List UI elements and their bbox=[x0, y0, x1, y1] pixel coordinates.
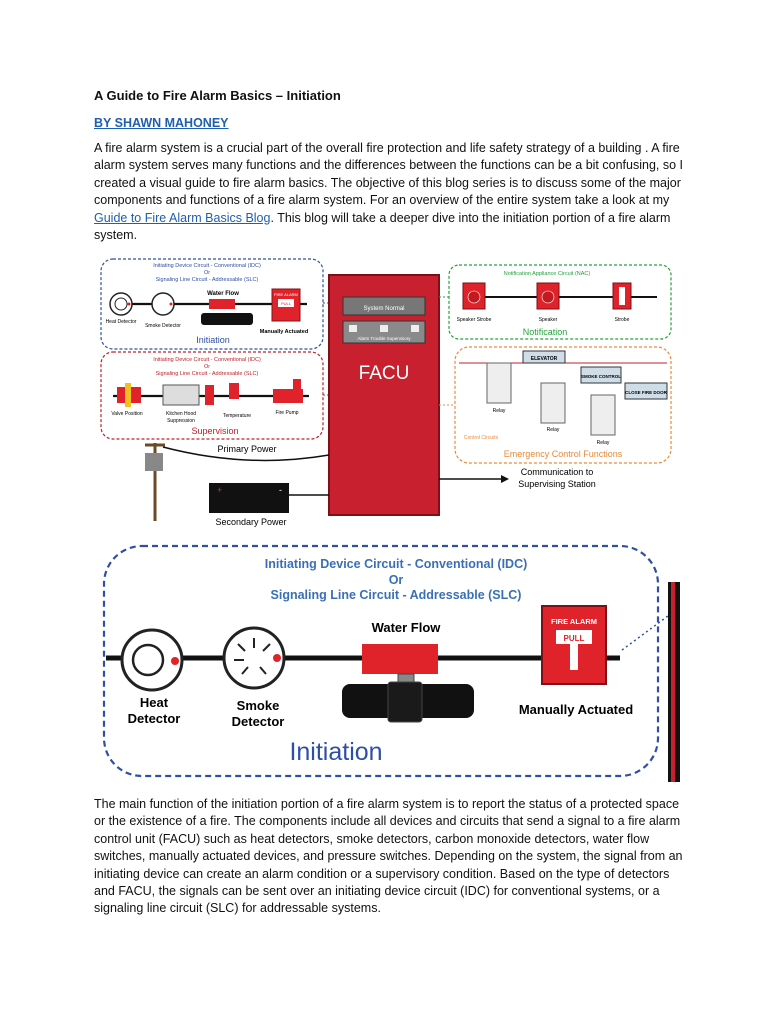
supervision-box bbox=[100, 351, 324, 440]
elevator-label: ELEVATOR bbox=[531, 356, 558, 362]
kitchen-hood-label-1: Kitchen Hood bbox=[166, 411, 196, 417]
pull-station-fire-alarm: FIRE ALARM bbox=[274, 292, 298, 297]
trouble-led bbox=[380, 325, 388, 332]
water-flow-label: Water Flow bbox=[372, 620, 442, 635]
relay-label-1: Relay bbox=[493, 408, 506, 414]
speaker-strobe-label: Speaker Strobe bbox=[457, 317, 492, 323]
relay-2-icon bbox=[540, 382, 566, 424]
smoke-detector-icon bbox=[151, 292, 175, 316]
battery-icon bbox=[209, 483, 289, 513]
initiation-label: Initiation bbox=[196, 335, 230, 345]
initiation-box bbox=[100, 258, 324, 350]
intro-paragraph: A fire alarm system is a crucial part of… bbox=[94, 140, 684, 244]
system-normal-label: System Normal bbox=[363, 306, 404, 312]
nac-label: Notification Appliance Circuit (NAC) bbox=[504, 271, 591, 277]
relay-3-icon bbox=[590, 394, 616, 436]
smoke-control-box bbox=[580, 366, 622, 384]
initiation-label: Initiation bbox=[289, 738, 382, 766]
smoke-detector-icon bbox=[222, 626, 286, 690]
manually-actuated-label: Manually Actuated bbox=[260, 329, 308, 335]
circuit-line-1: Initiating Device Circuit - Conventional… bbox=[265, 557, 528, 571]
primary-power-label: Primary Power bbox=[217, 444, 276, 454]
facu-display bbox=[342, 296, 426, 316]
guide-blog-link[interactable]: Guide to Fire Alarm Basics Blog bbox=[94, 210, 271, 225]
smoke-detector-label-1: Smoke bbox=[237, 698, 280, 713]
kitchen-hood-label-2: Suppression bbox=[167, 418, 195, 424]
init-circuit-line1: Initiating Device Circuit - Conventional… bbox=[153, 263, 261, 269]
circuit-line-3: Signaling Line Circuit - Addressable (SL… bbox=[271, 588, 522, 602]
intro-text: A fire alarm system is a crucial part of… bbox=[94, 141, 683, 208]
water-flow-switch-icon bbox=[362, 644, 438, 674]
notification-box bbox=[448, 264, 672, 340]
water-flow-label: Water Flow bbox=[207, 291, 239, 297]
temperature-icon bbox=[229, 383, 239, 399]
author-link[interactable]: BY SHAWN MAHONEY bbox=[94, 116, 229, 130]
smoke-detector-label-2: Detector bbox=[232, 714, 285, 729]
emergency-control-label: Emergency Control Functions bbox=[504, 449, 623, 459]
communication-label-2: Supervising Station bbox=[518, 479, 596, 489]
control-circuits-label: Control Circuits bbox=[464, 435, 499, 441]
valve-position-label: Valve Position bbox=[111, 411, 143, 417]
fire-alarm-label: FIRE ALARM bbox=[551, 617, 597, 626]
supervision-label: Supervision bbox=[191, 426, 238, 436]
led-labels: Alarm Trouble Supervisory bbox=[357, 336, 411, 341]
sup-circuit-line3: Signaling Line Circuit - Addressable (SL… bbox=[156, 371, 259, 377]
fire-pump-label: Fire Pump bbox=[275, 410, 298, 416]
fire-alarm-overview-diagram: Initiating Device Circuit - Conventional… bbox=[100, 258, 672, 527]
close-fire-door-box bbox=[624, 382, 668, 400]
main-function-paragraph: The main function of the initiation port… bbox=[94, 797, 683, 916]
smoke-control-label: SMOKE CONTROL bbox=[581, 374, 621, 379]
heat-detector-label-1: Heat bbox=[140, 695, 169, 710]
fire-pump-icon bbox=[273, 389, 303, 403]
speaker-label: Speaker bbox=[539, 317, 558, 323]
manually-actuated-label: Manually Actuated bbox=[519, 702, 633, 717]
pull-station-pull: PULL bbox=[281, 301, 292, 306]
initiation-detail-diagram: Initiating Device Circuit - Conventional… bbox=[102, 544, 680, 782]
temperature-label: Temperature bbox=[223, 413, 251, 419]
facu-label: FACU bbox=[359, 363, 410, 384]
heat-detector-label-2: Detector bbox=[128, 711, 181, 726]
supervisory-led bbox=[411, 325, 419, 332]
heat-detector-label: Heat Detector bbox=[106, 319, 137, 325]
pull-label: PULL bbox=[564, 634, 585, 643]
relay-1-icon bbox=[486, 362, 512, 404]
battery-minus: - bbox=[279, 485, 282, 495]
elevator-box bbox=[522, 350, 566, 364]
circuit-line-2: Or bbox=[389, 573, 404, 587]
secondary-power-label: Secondary Power bbox=[215, 517, 286, 527]
init-circuit-line3: Signaling Line Circuit - Addressable (SL… bbox=[156, 277, 259, 283]
kitchen-hood-icon bbox=[162, 384, 200, 406]
alarm-led bbox=[349, 325, 357, 332]
sup-circuit-line2: Or bbox=[204, 364, 210, 370]
pull-handle bbox=[556, 630, 592, 644]
intro-text-end: . This blog will take a deeper dive into… bbox=[94, 210, 671, 243]
smoke-detector-label: Smoke Detector bbox=[145, 323, 181, 329]
battery-plus: + bbox=[217, 485, 222, 495]
article-title: A Guide to Fire Alarm Basics – Initiatio… bbox=[94, 88, 341, 103]
communication-label-1: Communication to bbox=[521, 467, 594, 477]
relay-label-3: Relay bbox=[597, 440, 610, 446]
relay-label-2: Relay bbox=[547, 427, 560, 433]
strobe-label: Strobe bbox=[615, 317, 630, 323]
water-flow-switch-icon bbox=[209, 299, 235, 309]
close-fire-door-label: CLOSE FIRE DOOR bbox=[625, 390, 668, 395]
notification-label: Notification bbox=[523, 327, 568, 337]
initiation-detail-box bbox=[102, 544, 660, 778]
init-circuit-line2: Or bbox=[204, 270, 210, 276]
sup-circuit-line1: Initiating Device Circuit - Conventional… bbox=[153, 357, 261, 363]
